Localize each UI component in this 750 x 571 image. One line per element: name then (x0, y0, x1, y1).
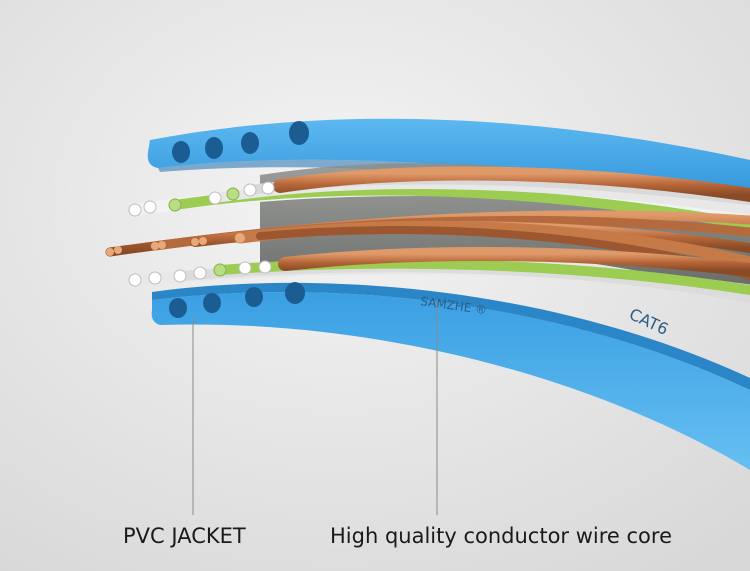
wire-end (226, 187, 240, 201)
conductor-end (158, 241, 166, 249)
wire-end (143, 200, 157, 214)
wire-end (208, 191, 222, 205)
copper-strand (278, 246, 750, 277)
jacket-channel (289, 121, 309, 145)
conductor-end (191, 238, 199, 246)
wire-end (238, 261, 252, 275)
middle-conductor-ends (106, 233, 245, 256)
wire-end (193, 266, 207, 280)
wire-end (261, 181, 275, 195)
wire-end (128, 273, 142, 287)
conductor-end (199, 237, 207, 245)
copper-strand (273, 166, 750, 202)
wire-end (128, 203, 142, 217)
jacket-channel (245, 287, 263, 307)
lower-wire-ends (128, 260, 272, 287)
conductor-core-label: High quality conductor wire core (330, 524, 672, 548)
jacket-channel (172, 141, 190, 163)
upper-wire-ends (128, 181, 275, 217)
wire-end (213, 263, 227, 277)
wire-end (168, 198, 182, 212)
jacket-bottom-channels (169, 282, 305, 318)
wire-end (258, 260, 272, 274)
jacket-channel (205, 137, 223, 159)
jacket-channel (169, 298, 187, 318)
jacket-bottom (151, 292, 750, 470)
jacket-channel (285, 282, 305, 304)
conductor-end (151, 242, 159, 250)
jacket-top-channels (172, 121, 309, 163)
pvc-jacket-label: PVC JACKET (123, 524, 246, 548)
conductor-end (114, 246, 122, 254)
conductor-end (235, 233, 245, 243)
wire-end (148, 271, 162, 285)
jacket-channel (241, 132, 259, 154)
wire-end (173, 269, 187, 283)
wire-end (243, 183, 257, 197)
conductor-end (106, 248, 114, 256)
jacket-channel (203, 293, 221, 313)
